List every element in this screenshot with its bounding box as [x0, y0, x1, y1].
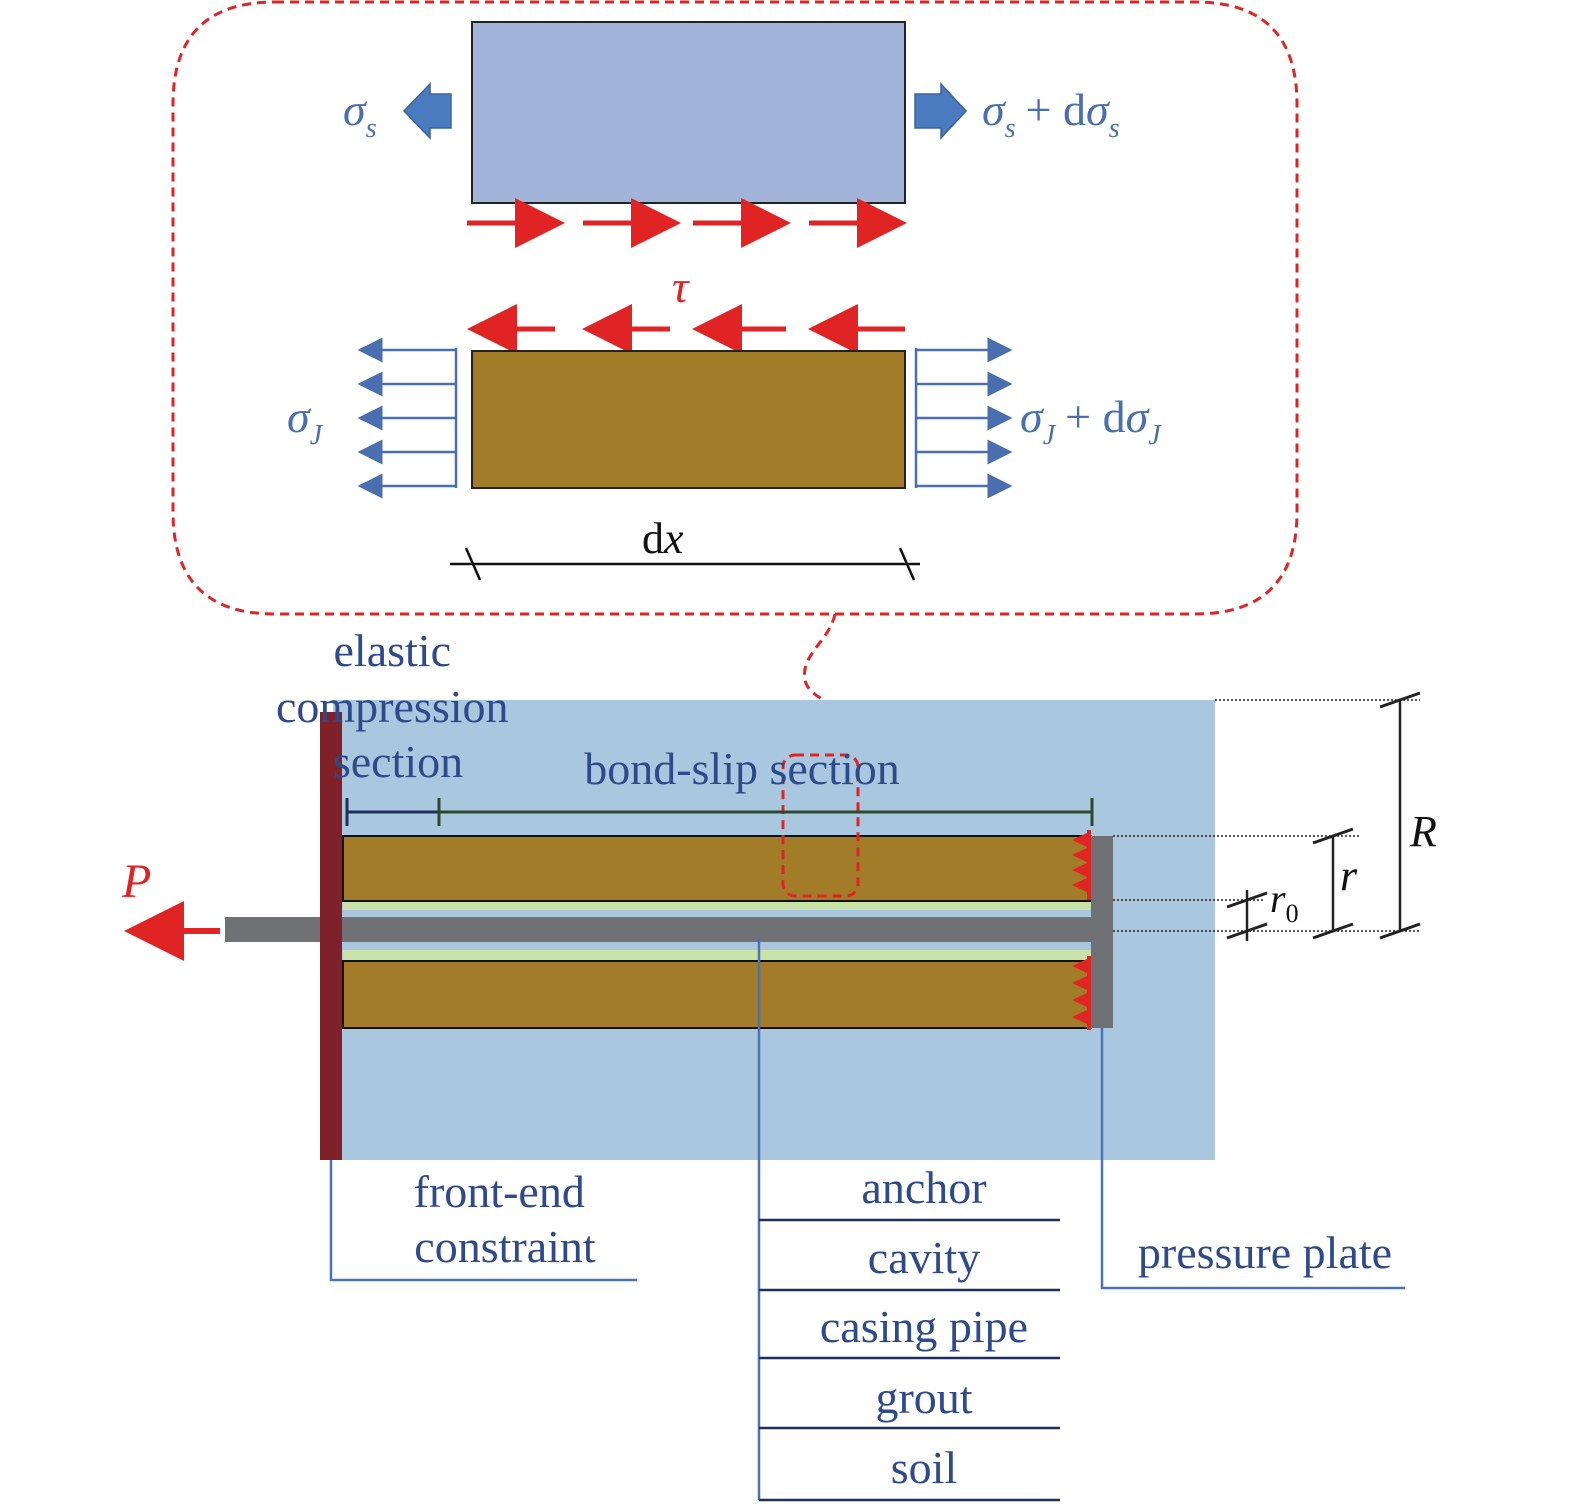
detail-callout: σs σs+ dσs τ — [171, 0, 1299, 761]
legend-grout: grout — [875, 1372, 972, 1423]
pressure-plate-label: pressure plate — [1138, 1227, 1392, 1278]
tau-label: τ — [672, 261, 690, 312]
elastic-section-label: elastic compression section — [276, 625, 520, 787]
sigma-s-left-label: σs — [343, 84, 377, 144]
steel-element — [471, 21, 906, 204]
callout-border — [171, 0, 1299, 616]
sigma-j-right-label: σJ+ dσJ — [1020, 391, 1162, 451]
sigma-s-right-label: σs+ dσs — [982, 84, 1120, 144]
pressure-plate — [1091, 836, 1113, 1028]
contact-markers-lower — [1072, 956, 1091, 1030]
dx-tick — [898, 547, 916, 581]
component-legend: front-end constraint anchor cavity casin… — [329, 938, 1405, 1502]
radius-ticks — [1226, 691, 1421, 940]
dx-tick — [464, 547, 482, 581]
section-dimension-bars — [345, 798, 1094, 826]
sigma-s-left-arrow — [402, 82, 452, 140]
front-end-label: front-end constraint — [414, 1166, 597, 1272]
bond-slip-label: bond-slip section — [584, 743, 900, 794]
legend-anchor: anchor — [861, 1162, 986, 1213]
sigma-j-right-arrows — [914, 337, 1013, 499]
front-end-constraint-bar — [320, 712, 342, 1160]
sigma-s-right-arrow — [914, 82, 968, 140]
grout-element — [471, 350, 906, 489]
front-end-leader — [329, 1160, 637, 1282]
casing-lower — [343, 950, 1091, 962]
dx-label: dx — [642, 514, 684, 563]
grout-upper — [342, 835, 1092, 902]
pressure-plate-leader — [1100, 1028, 1405, 1290]
legend-casing-pipe: casing pipe — [820, 1301, 1028, 1352]
r-label: r — [1340, 851, 1358, 900]
R-label: R — [1409, 807, 1437, 856]
grout-lower — [342, 960, 1092, 1029]
r0-label: r0 — [1270, 876, 1299, 928]
dx-dimension — [450, 547, 920, 581]
anchor-rod — [225, 917, 1095, 942]
sigma-j-left-arrows — [357, 337, 458, 499]
detail-window — [781, 753, 860, 898]
legend-soil: soil — [891, 1442, 957, 1493]
sigma-j-left-label: σJ — [287, 391, 324, 451]
contact-markers-upper — [1072, 830, 1091, 900]
anchor-cross-section: elastic compression section bond-slip se… — [121, 625, 1437, 1160]
legend-cavity: cavity — [868, 1232, 980, 1283]
load-label: P — [121, 855, 151, 908]
materials-rules — [759, 1218, 1060, 1502]
